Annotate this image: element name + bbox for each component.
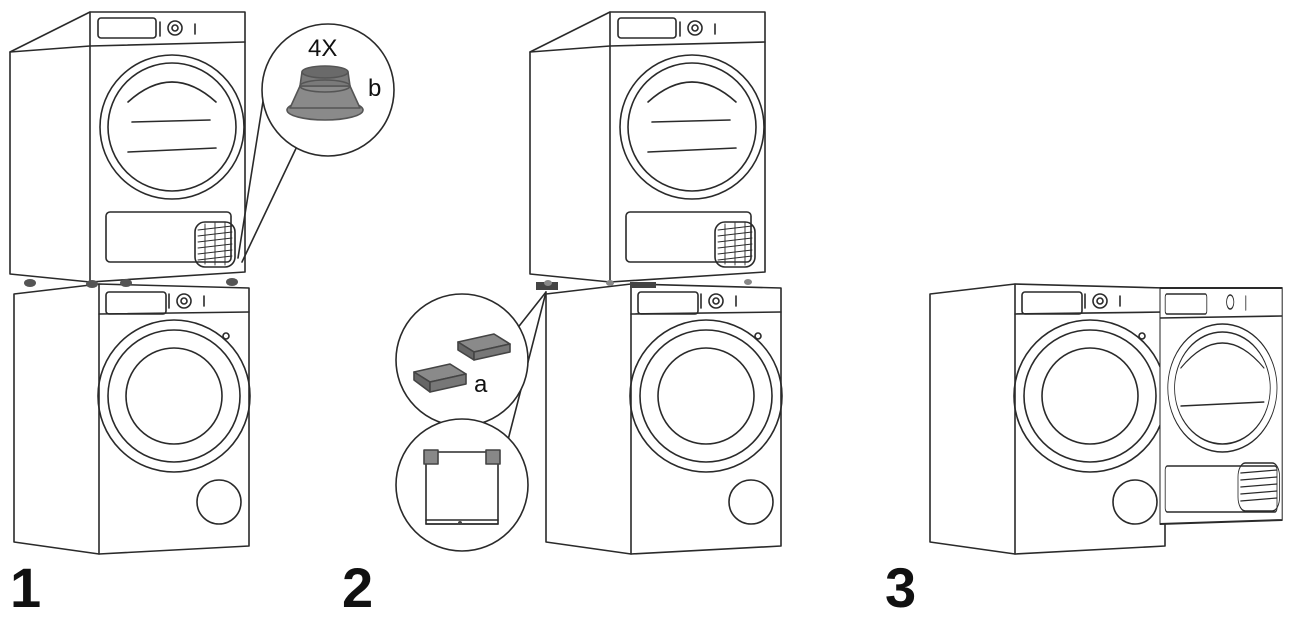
step1-feet xyxy=(24,278,238,288)
step2-washer xyxy=(545,283,783,555)
step2-illustration: a xyxy=(395,11,783,555)
bracket-topview-icon xyxy=(423,449,501,525)
step1-illustration: 4X b xyxy=(9,11,395,555)
step3-washer xyxy=(929,283,1167,555)
step1-dryer xyxy=(9,11,246,283)
step-number-2: 2 xyxy=(342,556,374,619)
bracket-topview-circle xyxy=(395,418,529,552)
bracket-part-icon xyxy=(413,333,511,393)
feet-quantity-label: 4X xyxy=(308,35,337,62)
bracket-part-label: a xyxy=(474,371,488,398)
step-number-3: 3 xyxy=(885,556,917,619)
step3-dryer xyxy=(1159,287,1283,525)
feet-part-label: b xyxy=(368,75,381,102)
step3-illustration xyxy=(929,283,1283,555)
step1-washer xyxy=(13,283,251,555)
bracket-callout-circle xyxy=(395,293,529,427)
step-number-1: 1 xyxy=(10,556,42,619)
rubber-foot-icon xyxy=(286,65,364,121)
step2-dryer xyxy=(529,11,766,283)
step2-brackets xyxy=(536,279,752,290)
